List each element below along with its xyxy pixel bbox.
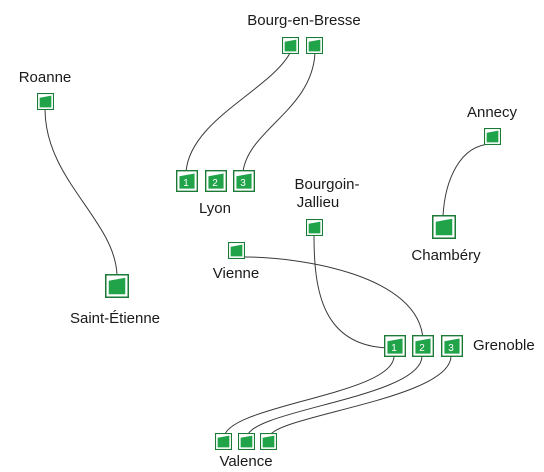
node-valence-2[interactable] [238, 433, 255, 450]
node-valence-1[interactable] [215, 433, 232, 450]
label-roanne: Roanne [18, 69, 72, 86]
grenoble-terminal-2[interactable]: 2 [412, 335, 434, 357]
connection-roanne-saint-etienne [44, 108, 118, 276]
label-lyon: Lyon [199, 200, 231, 217]
connections [44, 52, 492, 439]
grenoble-terminals: 1 2 3 [384, 335, 463, 357]
lyon-terminal-2[interactable]: 2 [205, 170, 227, 192]
node-bourg-2[interactable] [306, 37, 323, 54]
connection-bourg-lyon-3 [242, 52, 316, 173]
grenoble-terminal-3[interactable]: 3 [441, 335, 463, 357]
node-vienne[interactable] [228, 242, 245, 259]
label-saint-etienne: Saint-Étienne [69, 310, 161, 327]
connection-grenoble-3-valence [268, 355, 452, 439]
lyon-terminal-1[interactable]: 1 [176, 170, 198, 192]
label-chambery: Chambéry [411, 247, 481, 264]
label-bourgoin-line1: Bourgoin- [294, 176, 360, 193]
connection-bourg-lyon-1 [185, 52, 291, 173]
node-bourgoin[interactable] [306, 219, 323, 236]
connection-grenoble-1-valence [223, 355, 395, 439]
grenoble-terminal-1-number: 1 [391, 343, 397, 354]
lyon-terminal-1-number: 1 [183, 178, 189, 189]
connection-annecy-chambery [442, 143, 492, 217]
node-saint-etienne[interactable] [105, 274, 129, 298]
label-bourgoin-line2: Jallieu [296, 194, 340, 211]
connection-grenoble-2-valence [246, 355, 423, 439]
grenoble-terminal-1[interactable]: 1 [384, 335, 406, 357]
lyon-terminals: 1 2 3 [176, 170, 255, 192]
node-roanne[interactable] [37, 93, 54, 110]
lyon-terminal-3[interactable]: 3 [233, 170, 255, 192]
label-grenoble: Grenoble [473, 337, 535, 354]
node-annecy[interactable] [484, 128, 501, 145]
label-annecy: Annecy [466, 104, 518, 121]
label-valence: Valence [219, 453, 273, 470]
node-chambery[interactable] [432, 215, 456, 239]
connection-vienne-grenoble-2 [244, 256, 424, 341]
grenoble-terminal-2-number: 2 [419, 343, 425, 354]
node-valence-3[interactable] [260, 433, 277, 450]
lyon-terminal-3-number: 3 [240, 178, 246, 189]
label-bourg-en-bresse: Bourg-en-Bresse [247, 12, 361, 29]
label-vienne: Vienne [212, 265, 260, 282]
node-bourg-1[interactable] [282, 37, 299, 54]
grenoble-terminal-3-number: 3 [448, 343, 454, 354]
connection-bourgoin-grenoble-1 [313, 235, 393, 349]
lyon-terminal-2-number: 2 [212, 178, 218, 189]
